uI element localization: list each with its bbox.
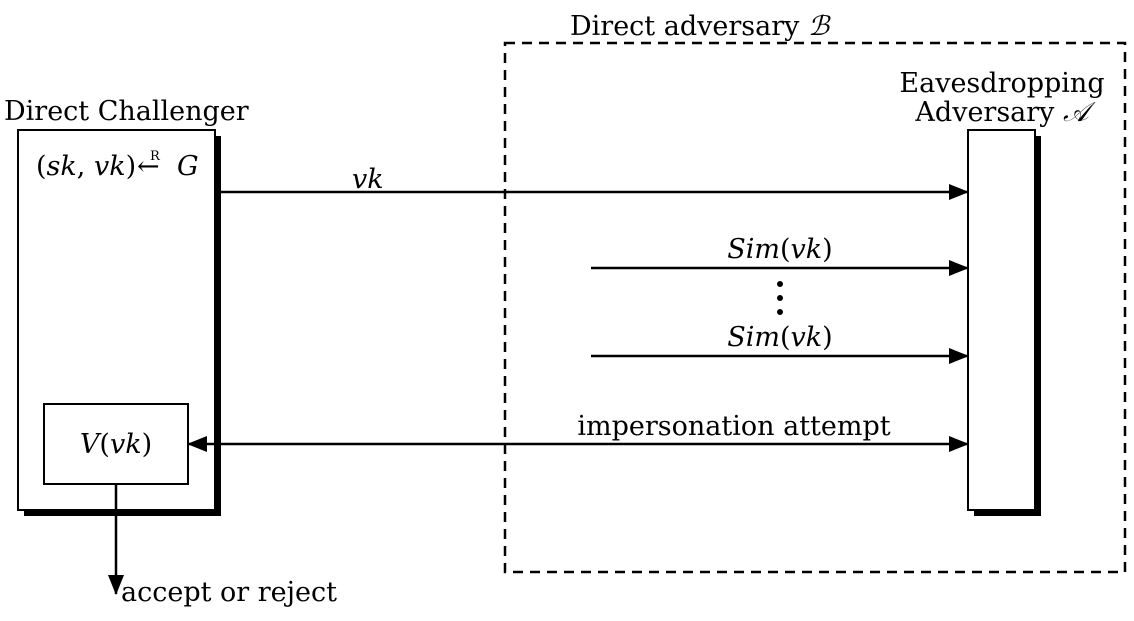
- svg-text:(sk, vk): (sk, vk): [36, 151, 136, 182]
- verifier-box: [43, 403, 189, 485]
- adversary-b-label: Direct adversary ℬ: [570, 11, 831, 42]
- adversary-a-box: [967, 129, 1036, 511]
- keygen-rhs: G: [177, 151, 199, 182]
- challenger-title: Direct Challenger: [4, 96, 249, 127]
- impersonation-label: impersonation attempt: [577, 411, 890, 442]
- keygen-arrow-mark: R: [150, 149, 161, 164]
- adversary-b-dashed-box: [503, 41, 1127, 574]
- ellipsis-dots: [777, 281, 783, 315]
- vk-label: vk: [352, 164, 384, 195]
- keygen-expression: (sk, vk) ← R G: [36, 149, 199, 182]
- verifier-label: V(vk): [80, 429, 152, 460]
- adversary-a-line2: Adversary 𝒜: [914, 97, 1096, 128]
- sim-label-1: Sim(vk): [727, 234, 832, 265]
- output-label: accept or reject: [121, 577, 337, 608]
- sim-label-2: Sim(vk): [727, 322, 832, 353]
- adversary-a-line1: Eavesdropping: [899, 68, 1104, 99]
- keygen-arrow: ←: [137, 151, 160, 182]
